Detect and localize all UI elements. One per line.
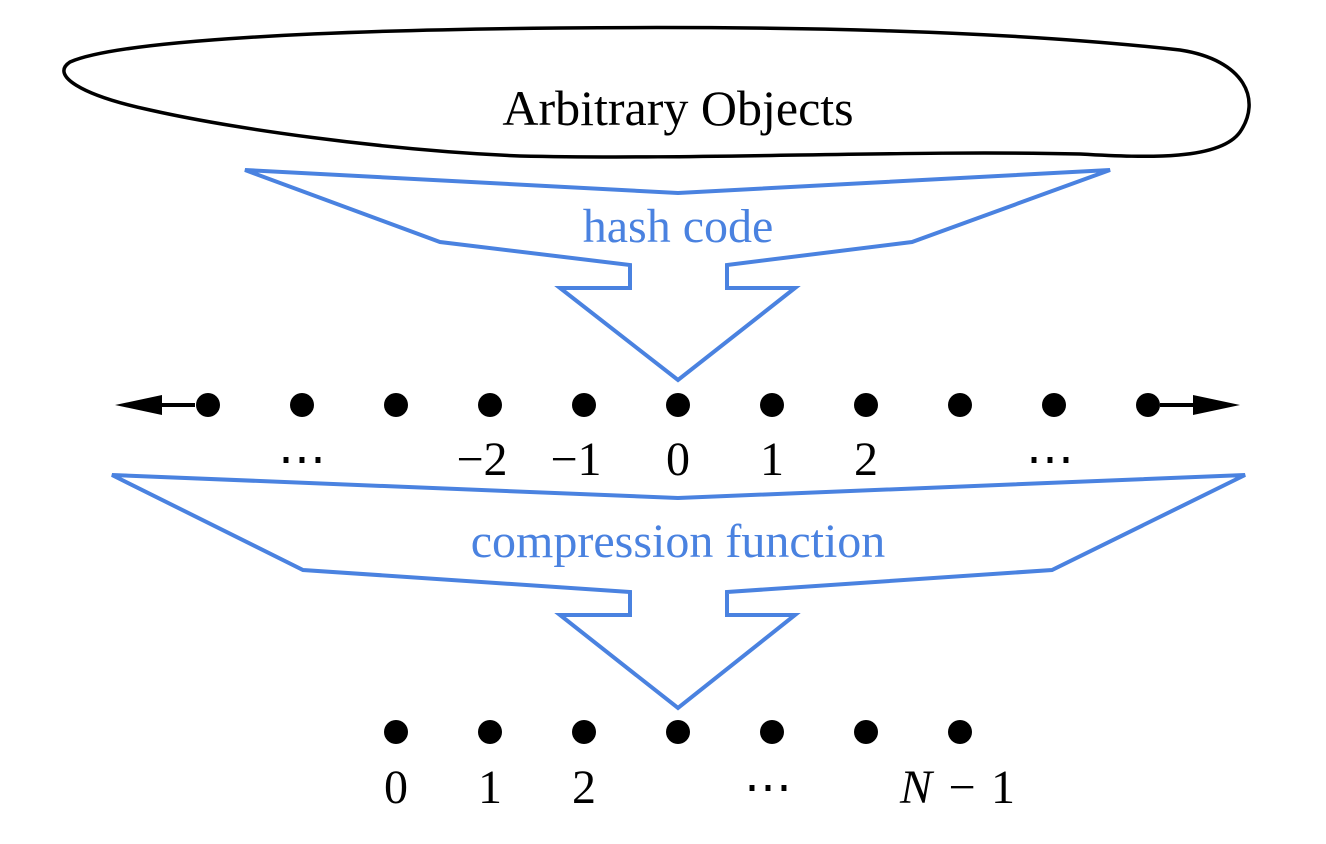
integer-dot <box>290 393 314 417</box>
bucket-dot <box>854 720 878 744</box>
bucket-dot <box>384 720 408 744</box>
integer-dot <box>948 393 972 417</box>
integer-label-2: 2 <box>854 433 878 486</box>
bucket-label-1: 1 <box>478 761 502 814</box>
bucket-label-n: N <box>899 761 935 814</box>
bucket-label-0: 0 <box>384 761 408 814</box>
integer-label-ellipsis-left: ⋯ <box>278 433 326 486</box>
hash-code-label: hash code <box>583 200 774 253</box>
integer-dot <box>1042 393 1066 417</box>
bucket-label-minus: − <box>948 761 975 814</box>
integer-label-minus-1: −1 <box>550 433 601 486</box>
integer-dot <box>760 393 784 417</box>
bucket-label-ellipsis: ⋯ <box>744 761 792 814</box>
integer-dot <box>196 393 220 417</box>
bucket-dot <box>478 720 502 744</box>
integer-dot <box>854 393 878 417</box>
integer-label-1: 1 <box>760 433 784 486</box>
integer-dot <box>572 393 596 417</box>
objects-label: Arbitrary Objects <box>502 80 853 136</box>
compression-funnel <box>111 473 1246 711</box>
integer-label-minus-2: −2 <box>456 433 507 486</box>
integer-labels: ⋯ −2 −1 0 1 2 ⋯ <box>278 433 1074 486</box>
compression-label: compression function <box>471 515 886 568</box>
bucket-line <box>384 720 972 744</box>
left-arrowhead <box>115 395 162 415</box>
integer-dot <box>478 393 502 417</box>
bucket-dot <box>666 720 690 744</box>
integer-label-ellipsis-right: ⋯ <box>1026 433 1074 486</box>
bucket-label-2: 2 <box>572 761 596 814</box>
right-arrowhead <box>1193 395 1240 415</box>
hash-code-funnel <box>244 168 1111 383</box>
bucket-dot <box>760 720 784 744</box>
bucket-dot <box>572 720 596 744</box>
integer-dot <box>384 393 408 417</box>
bucket-labels: 0 1 2 ⋯ N − 1 <box>384 761 1015 814</box>
objects-blob <box>62 25 1251 159</box>
integer-dot <box>666 393 690 417</box>
integer-line <box>115 393 1240 417</box>
integer-dot <box>1136 393 1160 417</box>
bucket-label-one: 1 <box>991 761 1015 814</box>
bucket-dot <box>948 720 972 744</box>
integer-label-0: 0 <box>666 433 690 486</box>
